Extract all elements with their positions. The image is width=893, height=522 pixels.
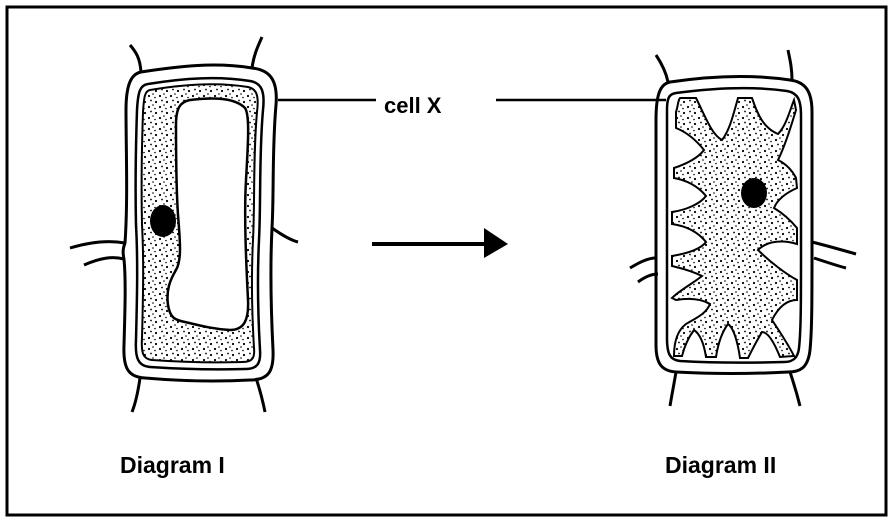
diagram-1-cell: [70, 37, 298, 412]
diagram-1-vacuole-membrane: [167, 99, 248, 330]
diagram-2-nucleus: [741, 178, 767, 208]
change-arrow: [372, 228, 508, 258]
diagram-1-neighbor-wall: [84, 258, 124, 265]
diagram-1-neighbor-wall: [252, 37, 262, 68]
diagram-2-neighbor-wall: [670, 372, 676, 406]
diagram-2-cell: [630, 50, 856, 406]
diagram-1-neighbor-wall: [256, 378, 265, 412]
diagram-2-neighbor-wall: [814, 258, 846, 268]
diagram-1-neighbor-wall: [70, 242, 125, 248]
cell-x-label: cell X: [376, 92, 449, 120]
diagram-1-neighbor-wall: [272, 228, 298, 242]
diagram-2-neighbor-wall: [790, 372, 800, 406]
diagram-2-caption: Diagram II: [665, 451, 776, 479]
diagram-2-neighbor-wall: [788, 50, 792, 80]
diagram-2-neighbor-wall: [812, 242, 856, 254]
diagram-2-neighbor-wall: [656, 55, 668, 82]
diagram-1-caption: Diagram I: [120, 451, 225, 479]
diagram-1-nucleus: [150, 205, 176, 237]
diagram-1-neighbor-wall: [132, 378, 140, 412]
diagram-2-neighbor-wall: [630, 258, 656, 268]
diagram-1-neighbor-wall: [130, 45, 141, 72]
